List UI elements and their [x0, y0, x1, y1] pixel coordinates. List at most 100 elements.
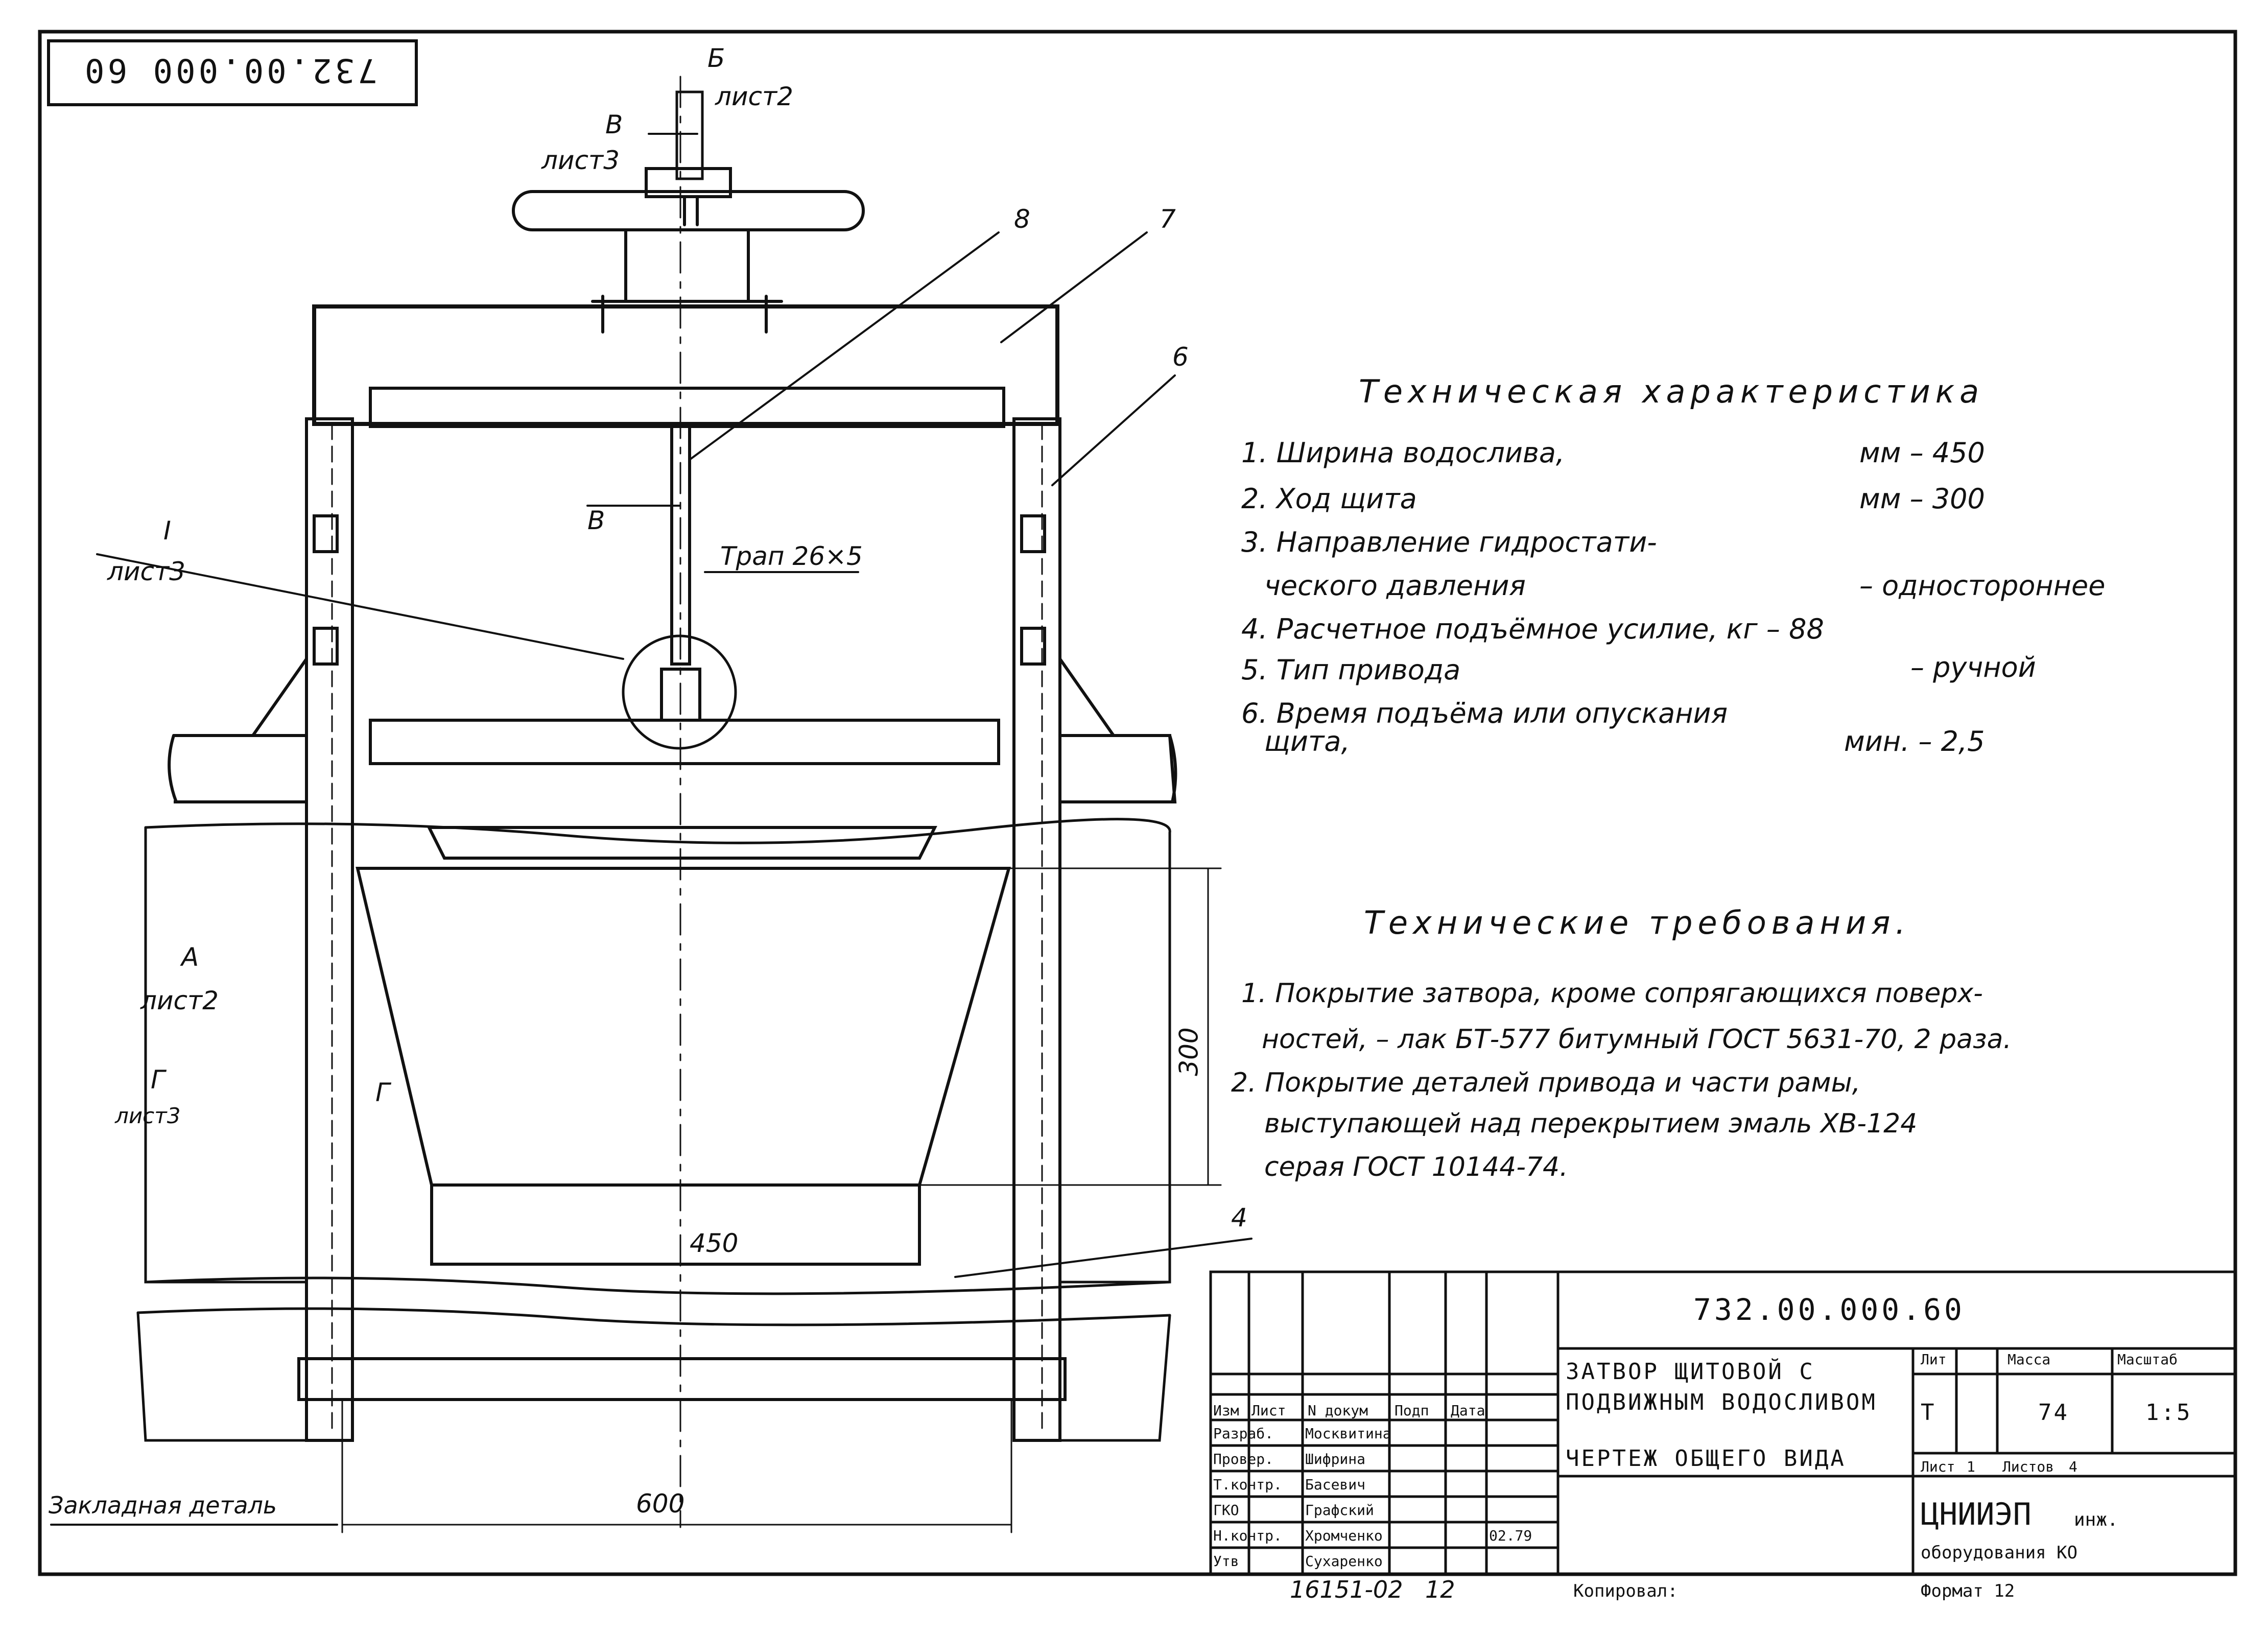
callout-v-top: В: [605, 110, 623, 139]
tb-lit-value: Т: [1921, 1400, 1936, 1426]
callout-sheet2-top: лист2: [715, 82, 793, 111]
tb-org-2: инж.: [2074, 1509, 2118, 1530]
callout-b: Б: [707, 43, 725, 73]
tb-header-date: Дата: [1451, 1402, 1485, 1419]
req-line-5: серая ГОСТ 10144-74.: [1264, 1152, 1568, 1182]
weir-plate: [369, 719, 1000, 765]
tb-scale-label: Масштаб: [2117, 1351, 2178, 1368]
sheet-frame: [38, 30, 2237, 1576]
req-title: Технические требования.: [1364, 904, 1911, 941]
tb-name-role-5: Хромченко: [1305, 1527, 1383, 1544]
tech-item-2: 2. Ход щита: [1241, 483, 1417, 515]
tb-copied: Копировал:: [1573, 1581, 1678, 1601]
detail-circle-i: [622, 634, 737, 750]
tb-org-3: оборудования КО: [1921, 1543, 2078, 1563]
callout-trap: Трап 26×5: [720, 541, 863, 571]
tech-item-6b: щита,: [1264, 725, 1350, 757]
callout-6: 6: [1172, 342, 1189, 372]
tech-item-6: 6. Время подъёма или опускания: [1241, 697, 1728, 729]
req-line-4: выступающей над перекрытием эмаль ХВ-124: [1264, 1108, 1918, 1139]
tech-title: Техническая характеристика: [1359, 373, 1984, 410]
floor-slab-lower: [144, 826, 1171, 1284]
tech-item-4: 4. Расчетное подъёмное усилие, кг – 88: [1241, 613, 1824, 645]
callout-g-left: Г: [151, 1065, 165, 1095]
tech-item-1-value: мм – 450: [1859, 437, 1985, 469]
corner-code-box: [47, 39, 418, 106]
callout-i: I: [163, 516, 171, 546]
tech-item-3: 3. Направление гидростати-: [1241, 526, 1657, 558]
left-gusset: [250, 657, 308, 737]
tb-role-6: Утв: [1213, 1553, 1239, 1570]
break-line-top: [144, 818, 1171, 844]
req-line-1: 1. Покрытие затвора, кроме сопрягающихся…: [1241, 978, 1983, 1009]
callout-g-right: Г: [375, 1078, 390, 1107]
callout-8: 8: [1014, 204, 1030, 234]
tb-header-list: Лист: [1251, 1402, 1286, 1419]
corner-code: 732.00.000 60: [82, 51, 377, 89]
gate-bottom: [430, 1183, 921, 1266]
tb-header-doc: N докум: [1308, 1402, 1368, 1419]
tech-item-5-value: – ручной: [1910, 651, 2036, 683]
left-post: [305, 417, 354, 1442]
tb-date-role-5: 02.79: [1489, 1527, 1532, 1544]
tb-header-sign: Подп: [1395, 1402, 1429, 1419]
callout-sheet3-left: лист3: [107, 557, 185, 586]
right-post: [1012, 417, 1061, 1442]
req-line-2: ностей, – лак БТ-577 битумный ГОСТ 5631-…: [1262, 1024, 2012, 1055]
tb-sheet-value: 1: [1967, 1458, 1975, 1475]
tb-name-role-1: Москвитина: [1305, 1425, 1391, 1442]
callout-sheet3-top: лист3: [541, 146, 620, 175]
tb-name-role-4: Графский: [1305, 1502, 1374, 1519]
callout-7: 7: [1160, 204, 1176, 234]
tb-org-1: ЦНИИЭП: [1921, 1497, 2031, 1532]
tb-name-role-3: Басевич: [1305, 1476, 1366, 1493]
dim-450: 450: [690, 1228, 739, 1258]
tech-item-1: 1. Ширина водослива,: [1241, 437, 1565, 469]
tb-bottom-num: 12: [1425, 1576, 1455, 1603]
tb-bottom-left: 16151-02: [1290, 1576, 1403, 1603]
upper-leaf: [427, 826, 937, 860]
tb-role-1: Разраб.: [1213, 1425, 1274, 1442]
title-block-frame: [1209, 1270, 2237, 1576]
tb-role-3: Т.контр.: [1213, 1476, 1282, 1493]
callout-a: А: [181, 942, 199, 972]
dim-300: 300: [1174, 1027, 1204, 1076]
tech-item-2-value: мм – 300: [1859, 483, 1985, 515]
dim-600: 600: [636, 1489, 685, 1519]
top-beam-flange: [369, 387, 1005, 428]
right-gusset: [1058, 657, 1117, 737]
callout-v-mid: В: [587, 506, 605, 535]
tb-role-5: Н.контр.: [1213, 1527, 1282, 1544]
tb-header-izm: Изм: [1213, 1402, 1239, 1419]
top-beam: [312, 304, 1059, 426]
tb-role-2: Провер.: [1213, 1451, 1274, 1467]
tb-format: Формат 12: [1921, 1581, 2015, 1601]
tb-sheets-value: 4: [2069, 1458, 2077, 1475]
tb-name-role-2: Шифрина: [1305, 1451, 1366, 1467]
tech-item-6-value: мин. – 2,5: [1844, 725, 1985, 757]
gearbox: [624, 228, 750, 303]
tb-name-role-6: Сухаренко: [1305, 1553, 1383, 1570]
callout-embedded-part: Закладная деталь: [49, 1491, 277, 1519]
floor-slab-upper: [172, 734, 1177, 803]
tb-mass-value: 74: [2038, 1400, 2069, 1426]
tb-sheets-label: Листов: [2002, 1458, 2054, 1475]
tb-mass-label: Масса: [2007, 1351, 2051, 1368]
tb-scale-value: 1:5: [2145, 1400, 2192, 1426]
tb-role-4: ГКО: [1213, 1502, 1239, 1519]
callout-sheet3-g: лист3: [115, 1103, 181, 1128]
tech-item-3b: ческого давления: [1264, 570, 1526, 602]
tb-name-1: ЗАТВОР ЩИТОВОЙ С: [1566, 1359, 1815, 1385]
tb-sheet-label: Лист: [1921, 1458, 1955, 1475]
tb-code: 732.00.000.60: [1693, 1292, 1965, 1327]
tech-item-3-value: – одностороннее: [1859, 570, 2106, 602]
tech-item-5: 5. Тип привода: [1241, 654, 1461, 686]
req-line-3: 2. Покрытие деталей привода и части рамы…: [1231, 1068, 1861, 1098]
tb-name-2: ПОДВИЖНЫМ ВОДОСЛИВОМ: [1566, 1389, 1877, 1415]
gate-body: [356, 867, 1011, 1187]
callout-sheet2-left: лист2: [140, 986, 219, 1015]
tb-lit-label: Лит: [1921, 1351, 1947, 1368]
tb-name-3: ЧЕРТЕЖ ОБЩЕГО ВИДА: [1566, 1446, 1846, 1472]
embedded-part: [297, 1357, 1067, 1401]
